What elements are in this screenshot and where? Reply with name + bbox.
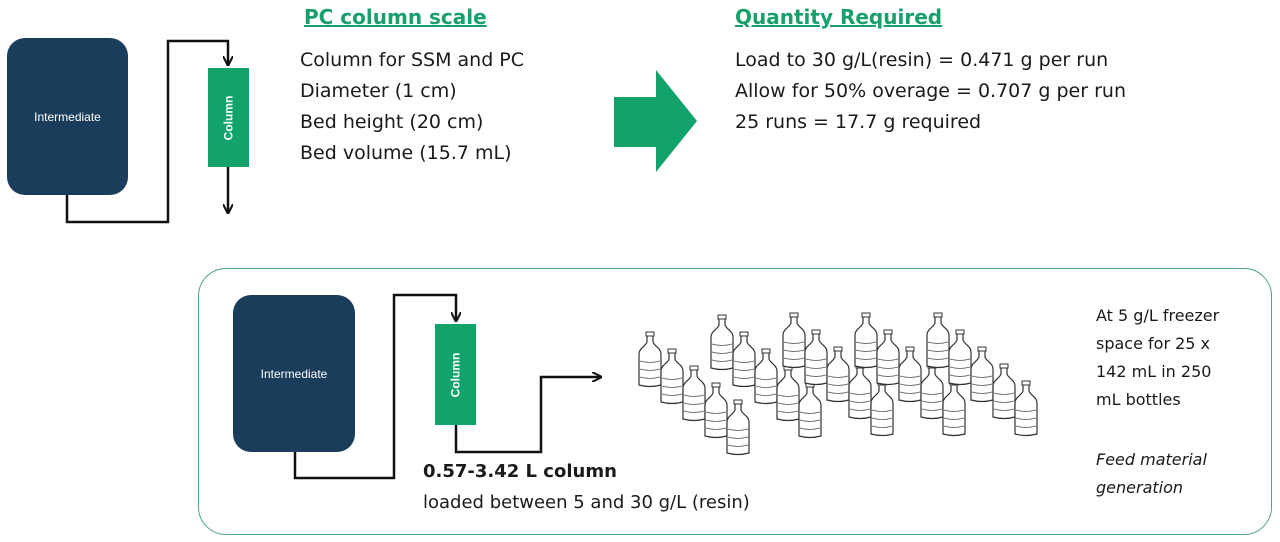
quantity-title: Quantity Required: [735, 5, 943, 29]
scale-line: Bed volume (15.7 mL): [300, 142, 512, 164]
bottle-icon: [660, 348, 684, 405]
feed-generation-panel: [198, 268, 1272, 535]
bottom-feed-line: [293, 293, 456, 480]
bottom-intermediate-tank: Intermediate: [233, 295, 355, 452]
bottle-icon: [726, 399, 750, 456]
bottle-icon: [926, 312, 950, 369]
freezer-note: At 5 g/L freezer space for 25 x 142 mL i…: [1096, 302, 1219, 414]
quantity-line: 25 runs = 17.7 g required: [735, 111, 982, 133]
scale-line: Diameter (1 cm): [300, 80, 457, 102]
top-feed-line: [65, 39, 228, 224]
freezer-note-line: At 5 g/L freezer: [1096, 306, 1220, 325]
process-arrow: [614, 70, 697, 172]
bottle-icon: [948, 329, 972, 386]
quantity-lines: Load to 30 g/L(resin) = 0.471 g per run …: [735, 45, 1126, 138]
bottom-tank-label: Intermediate: [260, 366, 328, 381]
bottle-icon: [854, 312, 878, 369]
bottom-column: Column: [435, 324, 476, 425]
bottle-icon: [898, 346, 922, 403]
bottle-icon: [1014, 380, 1038, 437]
bottle-icon: [804, 329, 828, 386]
bottle-icon: [776, 365, 800, 422]
freezer-note-line: mL bottles: [1096, 390, 1181, 409]
column-description: 0.57-3.42 L column loaded between 5 and …: [423, 456, 750, 518]
bottle-icon: [826, 346, 850, 403]
column-load: loaded between 5 and 30 g/L (resin): [423, 492, 750, 513]
bottle-icon: [754, 348, 778, 405]
feed-note: Feed material generation: [1096, 446, 1207, 502]
scale-lines: Column for SSM and PC Diameter (1 cm) Be…: [300, 45, 524, 169]
top-intermediate-tank: Intermediate: [7, 38, 128, 195]
bottle-icon: [920, 363, 944, 420]
quantity-line: Allow for 50% overage = 0.707 g per run: [735, 80, 1126, 102]
bottle-icon: [870, 380, 894, 437]
top-column: Column: [208, 68, 249, 167]
bottle-icon: [942, 380, 966, 437]
bottle-icon: [732, 331, 756, 388]
scale-title: PC column scale: [304, 5, 487, 29]
quantity-line: Load to 30 g/L(resin) = 0.471 g per run: [735, 49, 1109, 71]
bottle-icon: [638, 331, 662, 388]
scale-line: Column for SSM and PC: [300, 49, 525, 71]
bottle-icon: [682, 365, 706, 422]
feed-note-line: Feed material: [1096, 450, 1207, 469]
freezer-note-line: 142 mL in 250: [1096, 362, 1212, 381]
bottle-icon: [704, 382, 728, 439]
bottle-icon: [848, 363, 872, 420]
bottle-icon: [710, 314, 734, 371]
feed-note-line: generation: [1096, 478, 1184, 497]
bottle-icon: [992, 363, 1016, 420]
bottle-icon: [782, 312, 806, 369]
top-tank-label: Intermediate: [34, 109, 101, 124]
bottle-icon: [970, 346, 994, 403]
freezer-note-line: space for 25 x: [1096, 334, 1211, 353]
bottle-icon: [798, 382, 822, 439]
scale-line: Bed height (20 cm): [300, 111, 484, 133]
bottom-outlet-line: [454, 377, 600, 454]
bottle-icon: [876, 329, 900, 386]
column-size: 0.57-3.42 L column: [423, 461, 617, 482]
